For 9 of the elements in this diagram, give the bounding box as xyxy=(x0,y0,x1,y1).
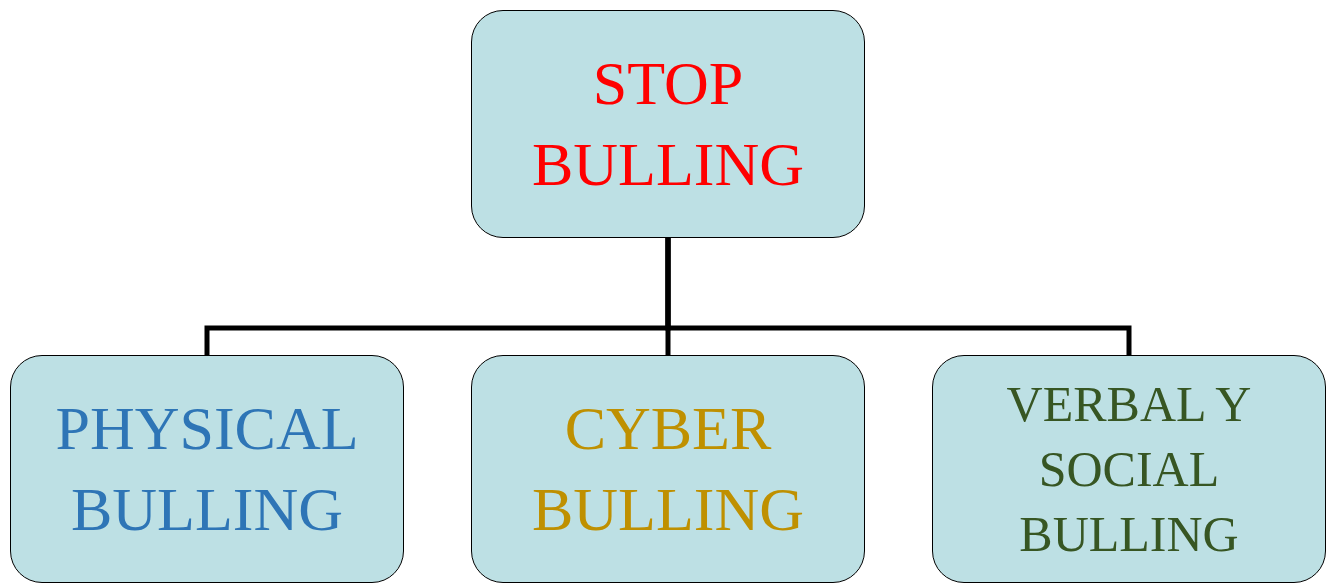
box-label: PHYSICAL BULLING xyxy=(54,393,360,545)
rounded-box xyxy=(471,355,865,583)
connector-line xyxy=(665,238,1132,355)
rounded-box xyxy=(932,355,1326,583)
rounded-box xyxy=(471,10,865,238)
rounded-box xyxy=(10,355,404,583)
box-label: VERBAL Y SOCIAL BULLING xyxy=(1005,374,1253,564)
box-label: STOP BULLING xyxy=(530,48,806,200)
box-label: CYBER BULLING xyxy=(530,393,806,545)
